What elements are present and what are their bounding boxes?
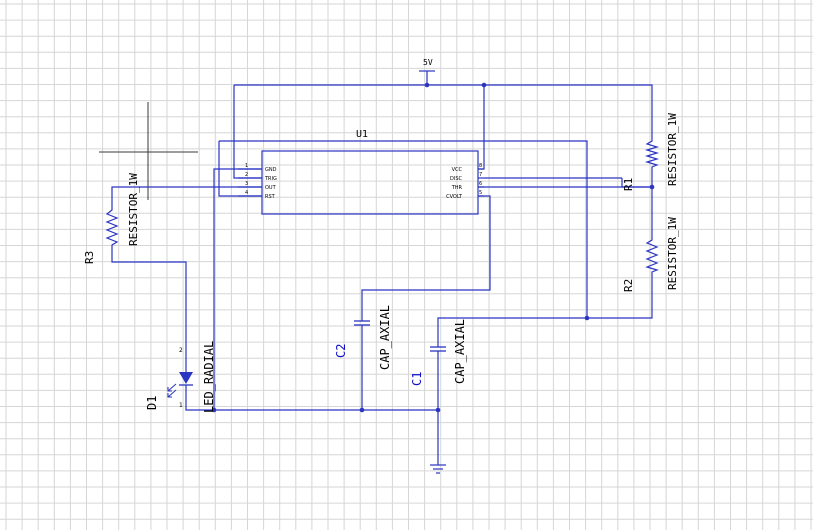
junction-dots (211, 82, 655, 413)
c2-value: CAP_AXIAL (378, 305, 392, 370)
ic-pin-number: 2 (245, 172, 248, 178)
c2-ref: C2 (334, 344, 348, 358)
resistor-zigzag (645, 228, 659, 278)
capacitor-c1[interactable]: C1 CAP_AXIAL (410, 319, 467, 386)
junction-dot (649, 184, 655, 190)
r1-ref: R1 (622, 178, 635, 191)
resistor-zigzag (644, 138, 660, 170)
r3-ref: R3 (83, 251, 96, 264)
ic-pin-number: 3 (245, 181, 248, 187)
d1-pin-cathode: 1 (179, 402, 183, 409)
power-symbol-5v[interactable]: 5V (419, 58, 435, 72)
ic-pin-number: 1 (245, 163, 248, 169)
ic-pin-number: 8 (479, 163, 482, 169)
ic-pin-name: TRIG (264, 176, 277, 182)
ic-pin-number: 6 (479, 181, 482, 187)
c1-value: CAP_AXIAL (453, 319, 467, 384)
ground-symbol[interactable] (430, 464, 446, 474)
light-arrow-icon (167, 383, 177, 398)
ic-pin-name: GND (265, 167, 277, 173)
junction-dot (584, 315, 590, 321)
junction-dot (435, 407, 441, 413)
ic-pin-number: 4 (245, 190, 248, 196)
resistor-r1[interactable]: R1 RESISTOR_1W (622, 113, 679, 191)
ic-pin-name: VCC (452, 167, 463, 173)
ic-ref: U1 (356, 129, 368, 140)
power-label: 5V (423, 58, 433, 67)
crosshair-cursor (99, 102, 198, 200)
resistor-r2[interactable]: R2 RESISTOR_1W (622, 217, 679, 292)
ic-pin-name: DISC (450, 176, 462, 182)
junction-dot (211, 407, 217, 413)
r2-value: RESISTOR_1W (666, 217, 679, 290)
resistor-r3[interactable]: R3 RESISTOR_1W (83, 173, 140, 264)
r1-value: RESISTOR_1W (666, 113, 679, 186)
d1-ref: D1 (145, 396, 159, 410)
c1-ref: C1 (410, 372, 424, 386)
ic-pin-name: RST (265, 194, 276, 200)
d1-value: LED_RADIAL (202, 341, 216, 413)
ic-pin-number: 7 (479, 172, 482, 178)
junction-dot (359, 407, 365, 413)
ic-body (261, 150, 479, 215)
r2-ref: R2 (622, 279, 635, 292)
d1-pin-anode: 2 (179, 347, 183, 354)
ic-pin-name: OUT (265, 185, 277, 191)
wires (111, 71, 653, 465)
capacitor-c2[interactable]: C2 CAP_AXIAL (334, 305, 392, 370)
led-d1[interactable]: 2 1 D1 LED_RADIAL (145, 341, 216, 413)
junction-dot (424, 82, 430, 88)
resistor-zigzag (105, 204, 119, 248)
junction-dot (481, 82, 487, 88)
ic-pin-name: THR (451, 185, 463, 191)
ic-pin-number: 5 (479, 190, 482, 196)
diode-triangle (179, 372, 193, 384)
r3-value: RESISTOR_1W (127, 173, 140, 246)
ic-pin-name: CVOLT (446, 194, 463, 200)
